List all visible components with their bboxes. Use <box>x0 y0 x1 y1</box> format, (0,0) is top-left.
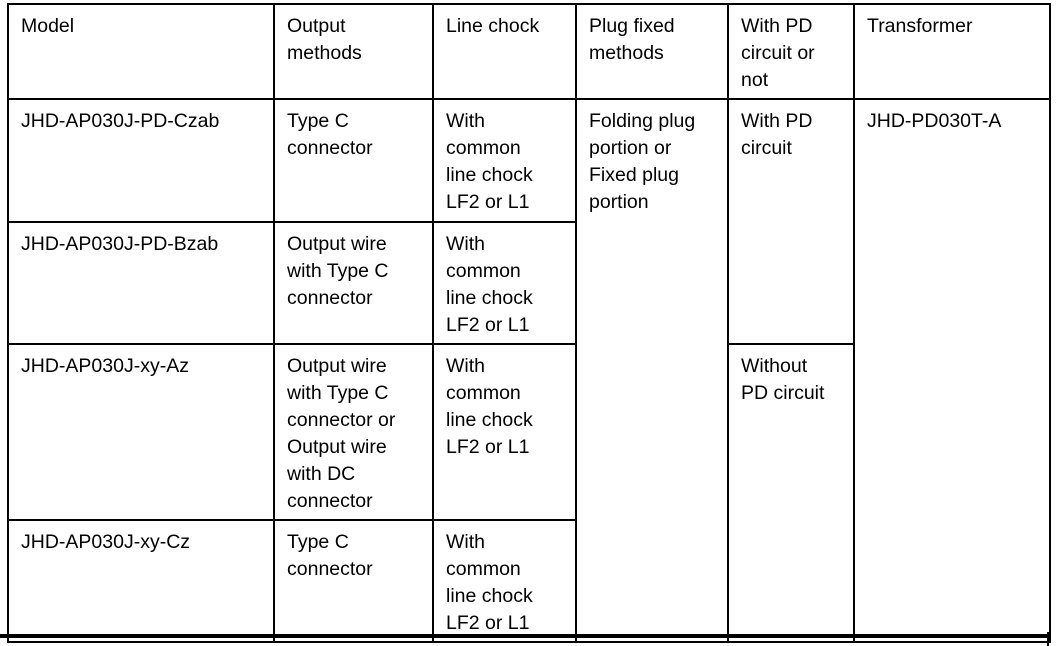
cell-without-pd-circuit: Without PD circuit <box>727 343 855 643</box>
col-header-model: Model <box>7 3 275 100</box>
col-header-pd-circuit: With PD circuit or not <box>727 3 855 100</box>
header-row: Model Output methods Line chock Plug fix… <box>7 3 1051 100</box>
cell-model-2: JHD-AP030J-PD-Bzab <box>7 221 275 345</box>
cell-with-pd-circuit: With PD circuit <box>727 98 855 345</box>
col-header-output-methods: Output methods <box>273 3 434 100</box>
cell-output-methods-3: Output wire with Type C connector or Out… <box>273 343 434 521</box>
cell-plug-fixed-methods: Folding plug portion or Fixed plug porti… <box>575 98 729 643</box>
cell-line-chock-3: With common line chock LF2 or L1 <box>432 343 577 521</box>
bottom-rule <box>0 634 1049 638</box>
cell-output-methods-2: Output wire with Type C connector <box>273 221 434 345</box>
cell-line-chock-4: With common line chock LF2 or L1 <box>432 519 577 643</box>
table-right-border-extension <box>1047 632 1049 646</box>
table-row: JHD-AP030J-PD-Bzab Output wire with Type… <box>7 221 1050 345</box>
col-header-plug-fixed-methods: Plug fixed methods <box>575 3 729 100</box>
table-row: JHD-AP030J-xy-Cz Type C connector With c… <box>7 519 1050 643</box>
table-row: JHD-AP030J-xy-Az Output wire with Type C… <box>7 343 1050 643</box>
col-header-line-chock: Line chock <box>432 3 577 100</box>
cell-transformer: JHD-PD030T-A <box>853 98 1051 643</box>
table-row: JHD-AP030J-PD-Czab Type C connector With… <box>7 98 1051 643</box>
cell-output-methods-4: Type C connector <box>273 519 434 643</box>
cell-line-chock-1: With common line chock LF2 or L1 <box>432 98 577 223</box>
cell-model-3: JHD-AP030J-xy-Az <box>7 343 275 521</box>
cell-output-methods-1: Type C connector <box>273 98 434 223</box>
spec-table: Model Output methods Line chock Plug fix… <box>7 3 1051 643</box>
col-header-transformer: Transformer <box>853 3 1051 100</box>
cell-line-chock-2: With common line chock LF2 or L1 <box>432 221 577 345</box>
cell-model-4: JHD-AP030J-xy-Cz <box>7 519 275 643</box>
cell-model-1: JHD-AP030J-PD-Czab <box>7 98 275 223</box>
